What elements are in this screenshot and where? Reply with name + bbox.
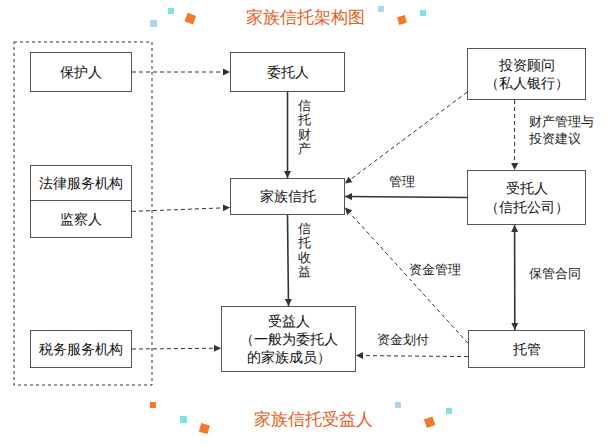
confetti — [424, 417, 436, 429]
process-box: 家族信托 — [230, 178, 345, 215]
edge-label: 保管合同 — [528, 266, 582, 283]
diagram-title: 家族信托架构图 — [0, 6, 610, 29]
group-frame — [14, 42, 152, 385]
connector-arrow — [514, 225, 516, 330]
box-text: 监察人 — [60, 210, 102, 228]
process-box: 法律服务机构 — [30, 165, 132, 201]
connector-arrow — [132, 72, 230, 73]
confetti — [150, 402, 156, 408]
process-box: 税务服务机构 — [30, 330, 132, 368]
box-text: 托管 — [513, 340, 541, 358]
confetti — [378, 6, 384, 12]
connector-arrow — [345, 92, 467, 183]
confetti — [395, 402, 401, 408]
confetti — [199, 423, 210, 434]
diagram-caption: 家族信托受益人 — [8, 408, 610, 431]
box-text: 家族信托 — [260, 187, 316, 205]
process-box: 受益人 （一般为委托人 的家族成员） — [221, 306, 356, 372]
box-text: 保护人 — [60, 63, 102, 81]
confetti — [420, 10, 426, 16]
box-text: 法律服务机构 — [39, 174, 123, 192]
box-text: 受益人 （一般为委托人 的家族成员） — [226, 312, 351, 367]
connector-arrow — [345, 208, 468, 344]
edge-label: 资金划付 — [376, 332, 430, 349]
confetti — [397, 15, 407, 25]
process-box: 保护人 — [30, 52, 132, 92]
connector-arrow — [356, 356, 468, 357]
process-box: 委托人 — [230, 52, 345, 92]
connector-arrow — [132, 208, 230, 212]
process-box: 托管 — [468, 330, 585, 368]
connector-arrow — [287, 92, 289, 178]
edge-label: 资金管理 — [408, 262, 462, 279]
edge-label: 管理 — [388, 174, 416, 191]
box-text: 受托人 （信托公司） — [472, 179, 581, 215]
process-box: 监察人 — [30, 200, 132, 238]
confetti — [446, 408, 452, 414]
process-box: 投资顾问 （私人银行） — [467, 48, 586, 100]
process-box: 受托人 （信托公司） — [467, 170, 586, 225]
box-text: 委托人 — [267, 63, 309, 81]
confetti — [168, 8, 174, 14]
connector-arrow — [288, 215, 289, 306]
box-text: 投资顾问 （私人银行） — [472, 56, 581, 92]
edge-label: 财产管理与投资建议 — [528, 114, 602, 148]
confetti — [150, 20, 157, 27]
box-text: 税务服务机构 — [39, 340, 123, 358]
edge-label: 信托财产 — [297, 99, 312, 156]
edge-label: 信托收益 — [297, 222, 312, 279]
confetti — [180, 416, 187, 423]
connector-arrow — [514, 100, 515, 170]
connector-arrow — [345, 197, 467, 198]
connector-arrow — [132, 348, 221, 350]
confetti — [185, 13, 197, 25]
